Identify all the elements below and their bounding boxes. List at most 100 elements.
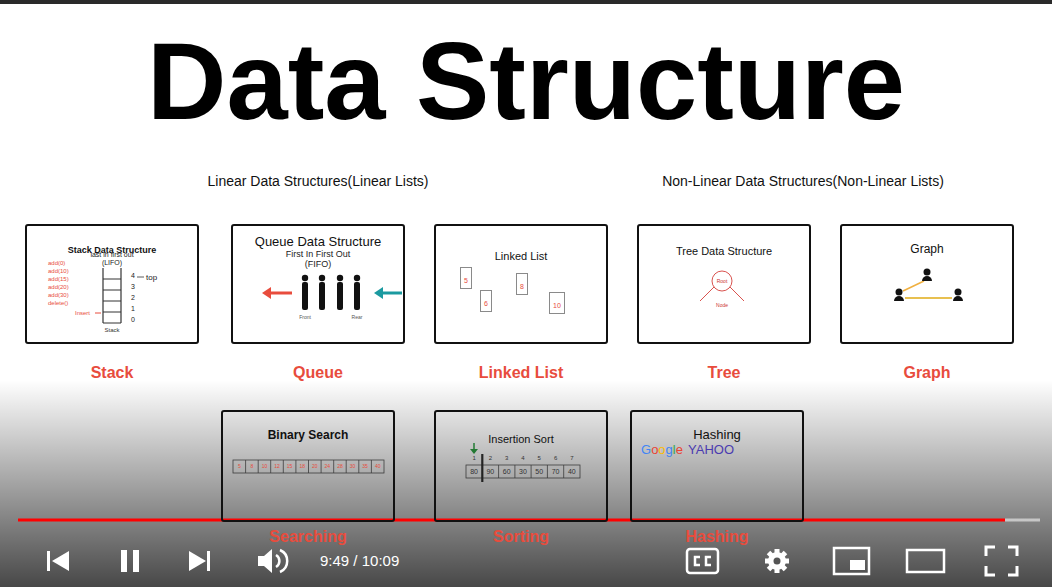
label-holder: 40 (568, 468, 576, 475)
person-icon-body (894, 296, 904, 301)
person-body (337, 282, 343, 310)
card-heading: Insertion Sort (488, 433, 553, 445)
theater-icon (907, 550, 944, 572)
label-text: 8 (250, 464, 253, 469)
label-holder: 1 (472, 455, 475, 461)
card-heading: Hashing (693, 428, 741, 442)
label-holder: add(30) (48, 292, 69, 298)
text-holder: Tree Data Structure (639, 241, 809, 259)
gear-icon (768, 552, 786, 570)
top-strip (0, 0, 1052, 4)
label-text: 60 (503, 468, 511, 475)
text-holder: Graph (812, 364, 1042, 382)
card-heading: Linked List (495, 250, 548, 262)
person-icon-body (953, 296, 963, 301)
text-holder: Tree (609, 364, 839, 382)
list-item-box: 10 (549, 292, 565, 314)
gear-tooth (767, 551, 788, 572)
label-holder: Node (716, 303, 728, 308)
list-item-box: 5 (460, 267, 472, 289)
label-text: Insert (75, 310, 90, 316)
label-text: 3 (505, 455, 508, 461)
label-text: Google (641, 443, 683, 456)
label-holder: 4 (521, 455, 524, 461)
label-holder: 12 (274, 464, 280, 469)
person-head (337, 275, 343, 281)
slide-title: Data Structure (147, 26, 905, 136)
volume-wave (276, 555, 279, 567)
label-text: 30 (350, 464, 356, 469)
label-holder: delete() (48, 300, 68, 306)
label-text: Linear Data Structures(Linear Lists) (208, 174, 429, 188)
label-text: 4 (131, 272, 135, 279)
text-holder: Binary Search (223, 425, 393, 443)
text-holder: Hashing (602, 528, 832, 546)
label-text: 2 (489, 455, 492, 461)
list-item-box: 6 (480, 290, 492, 312)
label-holder: 1 (131, 305, 135, 312)
label-holder: 90 (486, 468, 494, 475)
text-holder: Sorting (406, 528, 636, 546)
label-holder: 28 (337, 464, 343, 469)
label-holder: 2 (489, 455, 492, 461)
item-value: 6 (484, 300, 488, 308)
label-text: add(20) (48, 284, 69, 290)
text-holder: Linked List (436, 246, 606, 264)
gear-hole (774, 558, 781, 565)
label-text: 28 (337, 464, 343, 469)
label-holder: add(10) (48, 268, 69, 274)
text-holder: 5 (464, 269, 468, 287)
volume-icon (258, 549, 272, 573)
text-holder: Insertion Sort (436, 429, 606, 447)
label-holder: 4 (131, 272, 135, 279)
card-heading: Graph (910, 243, 943, 256)
volume-wave (280, 550, 287, 572)
label-text: 30 (519, 468, 527, 475)
label-text: 1 (472, 455, 475, 461)
label-text: add(30) (48, 292, 69, 298)
label-text: 10 (262, 464, 268, 469)
label-holder: add(15) (48, 276, 69, 282)
label-holder: 50 (535, 468, 543, 475)
pause-icon (121, 550, 127, 572)
label-text: 18 (299, 464, 305, 469)
label-text: 80 (470, 468, 478, 475)
card-caption: Stack (91, 364, 134, 382)
structure-card: Tree Data StructureTree (637, 224, 811, 344)
label-holder: 2 (131, 294, 135, 301)
label-text: 3 (131, 283, 135, 290)
label-text: 12 (274, 464, 280, 469)
structure-card: Binary SearchSearching (221, 410, 395, 522)
text-holder: Stack (0, 364, 227, 382)
label-holder: 20 (312, 464, 318, 469)
prev-icon-bar (47, 551, 50, 571)
card-caption: Graph (903, 364, 950, 382)
prev-icon (52, 551, 69, 571)
label-holder: add(20) (48, 284, 69, 290)
label-holder: 60 (503, 468, 511, 475)
top-pointer (137, 277, 144, 278)
miniplayer-inner (850, 560, 865, 570)
text-holder: Graph (842, 239, 1012, 257)
label-text: add(0) (48, 260, 65, 266)
title-holder: Data Structure (0, 26, 1052, 136)
label-text: 4 (521, 455, 524, 461)
tree-root-circle (712, 271, 732, 291)
label-holder: Stack (104, 327, 119, 333)
tree-branch (700, 287, 714, 301)
pause-icon (133, 550, 139, 572)
list-item-box: 8 (516, 273, 528, 295)
label-text: add(10) (48, 268, 69, 274)
label-text: delete() (48, 300, 68, 306)
captions-icon (687, 549, 718, 573)
label-holder: Linear Data Structures(Linear Lists) (208, 174, 429, 188)
rear-arrowhead (374, 287, 383, 299)
label-holder: top (146, 274, 157, 282)
graph-edge (905, 297, 952, 299)
front-arrow (268, 292, 292, 295)
label-text: 20 (312, 464, 318, 469)
label-text: add(15) (48, 276, 69, 282)
label-holder: Insert (75, 310, 90, 316)
person-icon-head (955, 289, 962, 296)
structure-card: Linked ListLinked List58610 (434, 224, 608, 344)
